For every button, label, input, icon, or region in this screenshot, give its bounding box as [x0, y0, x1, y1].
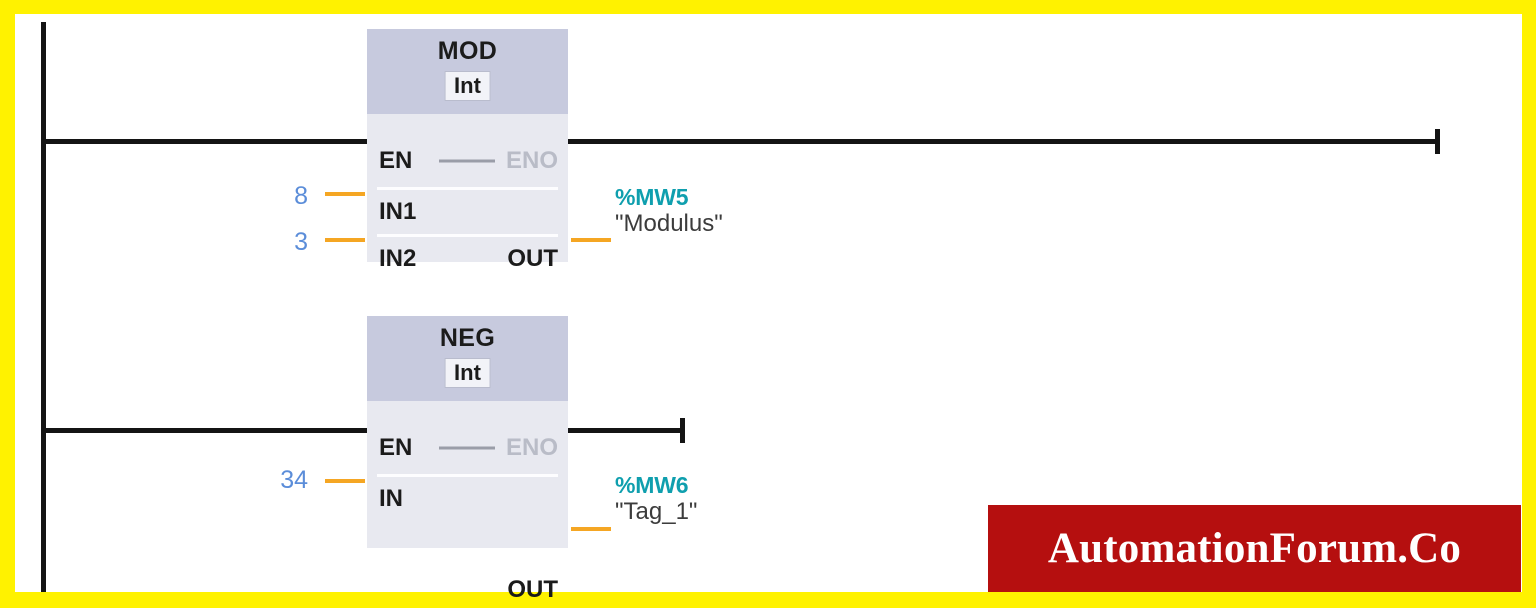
function-block-neg-body: EN ENO IN OUT [367, 401, 568, 608]
pin-label-out-neg: OUT [507, 576, 558, 603]
watermark-badge: AutomationForum.Co [988, 505, 1521, 592]
pin-label-en: EN [379, 147, 413, 174]
operand-value-in2[interactable]: 3 [294, 228, 308, 256]
rung-1-output-wire [568, 139, 1440, 144]
function-block-mod[interactable]: MOD Int EN ENO IN1 IN2 OUT [367, 29, 568, 272]
power-rail [41, 22, 46, 592]
function-block-mod-body: EN ENO IN1 IN2 OUT [367, 114, 568, 347]
frame-border-left [0, 0, 15, 608]
operand-value-in1[interactable]: 8 [294, 182, 308, 210]
connector-stub-out-neg [571, 527, 611, 531]
function-block-mod-title: MOD [437, 37, 498, 65]
watermark-label: AutomationForum.Co [1047, 525, 1462, 572]
rung-2-output-wire [568, 428, 685, 433]
pin-row-en-eno-neg: EN ENO [367, 424, 568, 472]
pin-label-eno-neg: ENO [505, 434, 558, 461]
rung-1-input-wire [44, 139, 368, 144]
en-eno-link-line-neg [439, 446, 495, 450]
pin-separator-1 [377, 187, 558, 190]
rung-2-terminator [680, 418, 685, 443]
pin-row-out-neg: OUT [367, 566, 568, 608]
operand-value-in[interactable]: 34 [280, 466, 308, 494]
pin-row-in: IN [367, 475, 568, 523]
connector-stub-in2 [325, 238, 365, 242]
output-tag-mod-address: %MW5 [615, 184, 689, 210]
pin-separator-2 [377, 234, 558, 237]
function-block-mod-datatype[interactable]: Int [444, 71, 491, 102]
function-block-mod-header: MOD Int [367, 29, 568, 114]
rung-1-terminator [1435, 129, 1440, 154]
output-tag-neg[interactable]: %MW6 "Tag_1" [615, 472, 698, 526]
function-block-neg-header: NEG Int [367, 316, 568, 401]
connector-stub-out-mod [571, 238, 611, 242]
connector-stub-in [325, 479, 365, 483]
pin-label-out-mod: OUT [507, 245, 558, 272]
pin-label-in1: IN1 [379, 198, 417, 225]
output-tag-neg-symbol: "Tag_1" [615, 497, 698, 525]
frame-border-right [1522, 0, 1536, 608]
output-tag-mod[interactable]: %MW5 "Modulus" [615, 184, 723, 238]
pin-row-in1: IN1 [367, 188, 568, 236]
frame-border-bottom [0, 592, 1536, 608]
function-block-neg[interactable]: NEG Int EN ENO IN OUT [367, 316, 568, 603]
pin-label-en-neg: EN [379, 434, 413, 461]
frame-border-top [0, 0, 1536, 14]
pin-label-in: IN [379, 485, 403, 512]
rung-2-input-wire [44, 428, 368, 433]
en-eno-link-line [439, 159, 495, 163]
pin-row-in2-out: IN2 OUT [367, 235, 568, 283]
output-tag-mod-symbol: "Modulus" [615, 209, 723, 237]
connector-stub-in1 [325, 192, 365, 196]
output-tag-neg-address: %MW6 [615, 472, 689, 498]
pin-separator-3 [377, 474, 558, 477]
function-block-neg-title: NEG [439, 324, 496, 352]
pin-label-eno: ENO [505, 147, 558, 174]
pin-label-in2: IN2 [379, 245, 417, 272]
pin-row-en-eno: EN ENO [367, 137, 568, 185]
function-block-neg-datatype[interactable]: Int [444, 358, 491, 389]
